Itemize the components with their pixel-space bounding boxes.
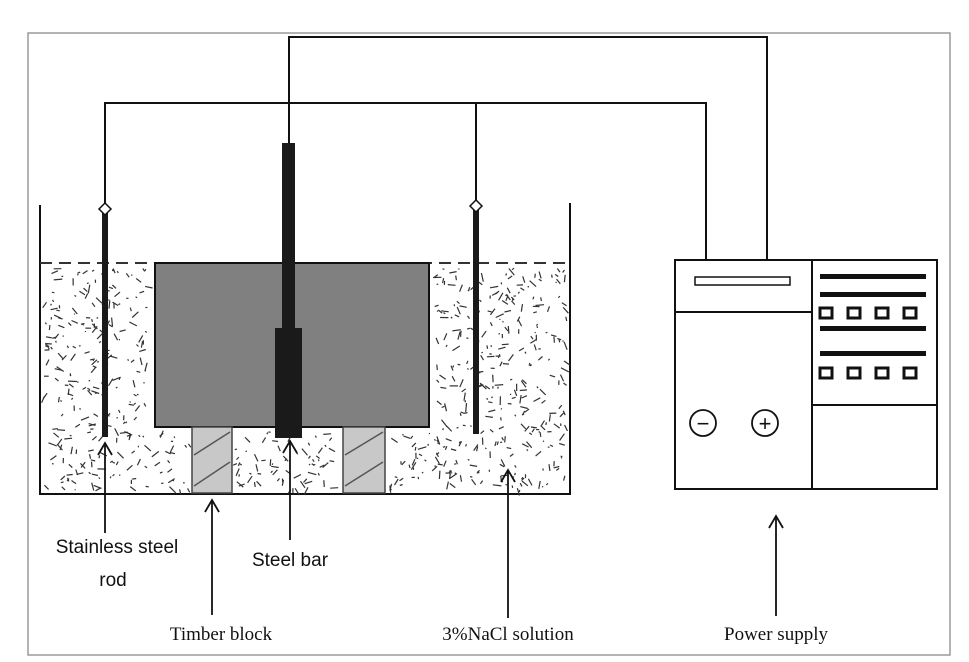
negative-terminal: − <box>689 409 717 437</box>
arrow-power-supply <box>768 514 784 616</box>
label-timber-block: Timber block <box>170 624 273 645</box>
label-nacl-solution: 3%NaCl solution <box>442 624 574 645</box>
indicator-light <box>874 306 890 320</box>
power-supply-unit: − + <box>674 259 938 490</box>
steel-bar <box>275 143 302 438</box>
arrow-nacl-solution <box>500 468 516 618</box>
wiring <box>104 36 768 410</box>
label-stainless-steel-rod-line2: rod <box>99 570 126 591</box>
negative-terminal-symbol: − <box>697 411 710 436</box>
label-steel-bar: Steel bar <box>252 550 329 571</box>
timber-block-left <box>191 426 233 494</box>
pointer-arrows <box>97 439 784 618</box>
arrow-stainless-rod <box>97 441 113 533</box>
nacl-solution-speckles <box>41 267 571 496</box>
display-slot <box>694 276 791 286</box>
wire-cathode-negative <box>104 102 707 410</box>
positive-terminal: + <box>751 409 779 437</box>
positive-terminal-symbol: + <box>759 411 772 436</box>
stainless-steel-rod-right <box>468 198 484 434</box>
indicator-light <box>846 366 862 380</box>
indicator-light <box>902 366 918 380</box>
arrow-timber-block <box>204 498 220 615</box>
solution-tank <box>39 203 571 496</box>
wire-anode-positive <box>288 36 768 410</box>
indicator-light <box>874 366 890 380</box>
arrow-steel-bar <box>282 439 298 540</box>
indicator-light <box>818 306 834 320</box>
label-power-supply: Power supply <box>724 624 828 645</box>
label-stainless-steel-rod-line1: Stainless steel <box>56 537 179 558</box>
indicator-lights <box>818 306 918 380</box>
indicator-light <box>902 306 918 320</box>
indicator-light <box>846 306 862 320</box>
timber-block-right <box>342 426 386 494</box>
indicator-light <box>818 366 834 380</box>
stainless-steel-rod-left <box>97 201 113 437</box>
